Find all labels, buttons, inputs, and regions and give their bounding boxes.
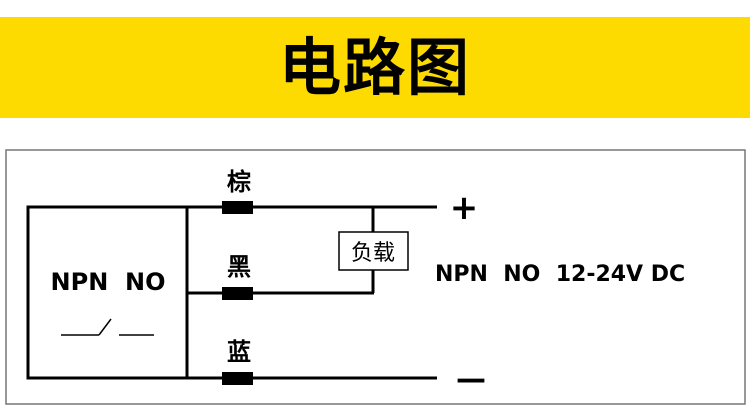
connector-brown [222,201,253,214]
wire-label-blue: 蓝 [227,338,251,366]
minus-label: — [456,362,486,397]
spec-label: NPN NO 12-24V DC [435,262,685,287]
connector-black [222,287,253,300]
diagram-frame [5,149,746,405]
load-box [338,231,409,271]
wire-label-brown: 棕 [227,168,251,196]
sensor-label: NPN NO [51,268,166,296]
load-label: 负载 [351,241,395,266]
switch-symbol [61,318,154,336]
title-banner [0,17,750,118]
wire-label-black: 黑 [227,253,251,281]
page-title: 电路图 [278,31,471,104]
connector-blue [222,372,253,385]
plus-label: + [450,188,479,228]
